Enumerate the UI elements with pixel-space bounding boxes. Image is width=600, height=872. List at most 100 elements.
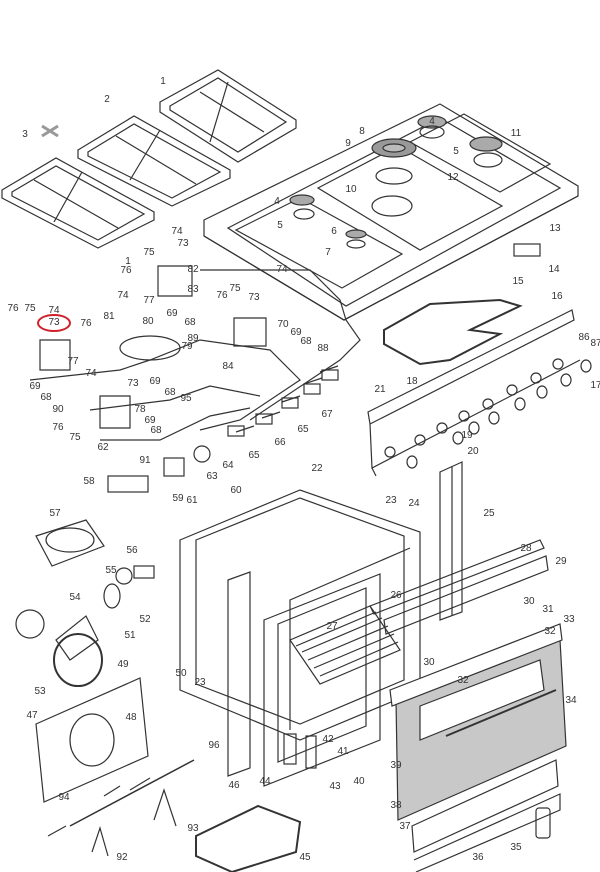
oven-lamp [115,565,155,585]
part-label-21: 21 [374,384,386,395]
part-label-69: 69 [149,376,161,387]
spit-supports [91,788,177,857]
back-panel [35,677,149,803]
gas-taps [227,365,339,437]
part-label-19: 19 [461,430,473,441]
tangential-fan [35,519,105,567]
part-label-82: 82 [187,264,199,275]
part-label-58: 58 [83,476,95,487]
part-label-26: 26 [390,590,402,601]
part-label-24: 24 [408,498,420,509]
part-label-86: 86 [578,332,590,343]
burner-bodies [293,125,503,249]
part-label-56: 56 [126,545,138,556]
part-label-66: 66 [274,437,286,448]
part-label-76: 76 [52,422,64,433]
part-label-28: 28 [520,543,532,554]
part-label-76: 76 [7,303,19,314]
part-label-69: 69 [29,381,41,392]
part-label-68: 68 [300,336,312,347]
part-label-75: 75 [143,247,155,258]
highlight-circle [37,314,71,332]
part-label-95: 95 [180,393,192,404]
part-label-51: 51 [124,630,136,641]
part-label-77: 77 [67,356,79,367]
part-label-36: 36 [472,852,484,863]
part-label-2: 2 [104,94,110,105]
part-label-76: 76 [120,265,132,276]
part-label-57: 57 [49,508,61,519]
part-label-46: 46 [228,780,240,791]
grate-left [1,157,155,249]
part-label-14: 14 [548,264,560,275]
part-label-68: 68 [150,425,162,436]
part-label-73: 73 [127,378,139,389]
part-label-73: 73 [248,292,260,303]
part-label-76: 76 [216,290,228,301]
oven-door [389,623,567,872]
part-label-42: 42 [322,734,334,745]
part-label-7: 7 [325,247,331,258]
part-label-88: 88 [317,343,329,354]
part-label-8: 8 [359,126,365,137]
part-label-33: 33 [563,614,575,625]
part-label-65: 65 [297,424,309,435]
terminal-block [107,475,149,493]
part-label-93: 93 [187,823,199,834]
part-label-20: 20 [467,446,479,457]
oven-rack [289,605,401,685]
part-label-38: 38 [390,800,402,811]
part-label-94: 94 [58,792,70,803]
part-label-83: 83 [187,284,199,295]
part-label-81: 81 [103,311,115,322]
front-pillar [227,571,251,777]
part-label-67: 67 [321,409,333,420]
part-label-34: 34 [565,695,577,706]
part-label-10: 10 [345,184,357,195]
part-label-4: 4 [429,116,435,127]
part-label-68: 68 [40,392,52,403]
part-label-43: 43 [329,781,341,792]
burner-caps [289,115,503,239]
part-label-75: 75 [229,283,241,294]
part-label-32: 32 [544,626,556,637]
fan-motor [15,609,99,661]
part-label-92: 92 [116,852,128,863]
part-label-54: 54 [69,592,81,603]
part-label-62: 62 [97,442,109,453]
part-label-11: 11 [510,128,522,139]
part-label-23: 23 [385,495,397,506]
part-label-59: 59 [172,493,184,504]
grill-element [383,298,523,366]
part-label-17: 17 [590,380,600,391]
part-label-76: 76 [80,318,92,329]
part-label-47: 47 [26,710,38,721]
adjustable-foot [535,807,551,839]
part-label-77: 77 [143,295,155,306]
part-label-89: 89 [187,333,199,344]
fan-cover-ring [103,583,121,609]
control-panel [367,309,581,477]
part-label-44: 44 [259,776,271,787]
lower-element [195,804,302,872]
door-hinge [283,733,317,769]
part-label-55: 55 [105,565,117,576]
part-label-80: 80 [142,316,154,327]
part-label-27: 27 [326,621,338,632]
part-label-15: 15 [512,276,524,287]
part-label-65: 65 [248,450,260,461]
wok-support [41,124,59,138]
grate-right [159,69,297,163]
part-label-9: 9 [345,138,351,149]
part-label-22: 22 [311,463,323,474]
part-label-39: 39 [390,760,402,771]
part-label-74: 74 [276,264,288,275]
part-label-3: 3 [22,129,28,140]
part-label-69: 69 [290,327,302,338]
control-knobs [384,358,592,469]
part-label-23: 23 [194,677,206,688]
part-label-18: 18 [406,376,418,387]
part-label-52: 52 [139,614,151,625]
